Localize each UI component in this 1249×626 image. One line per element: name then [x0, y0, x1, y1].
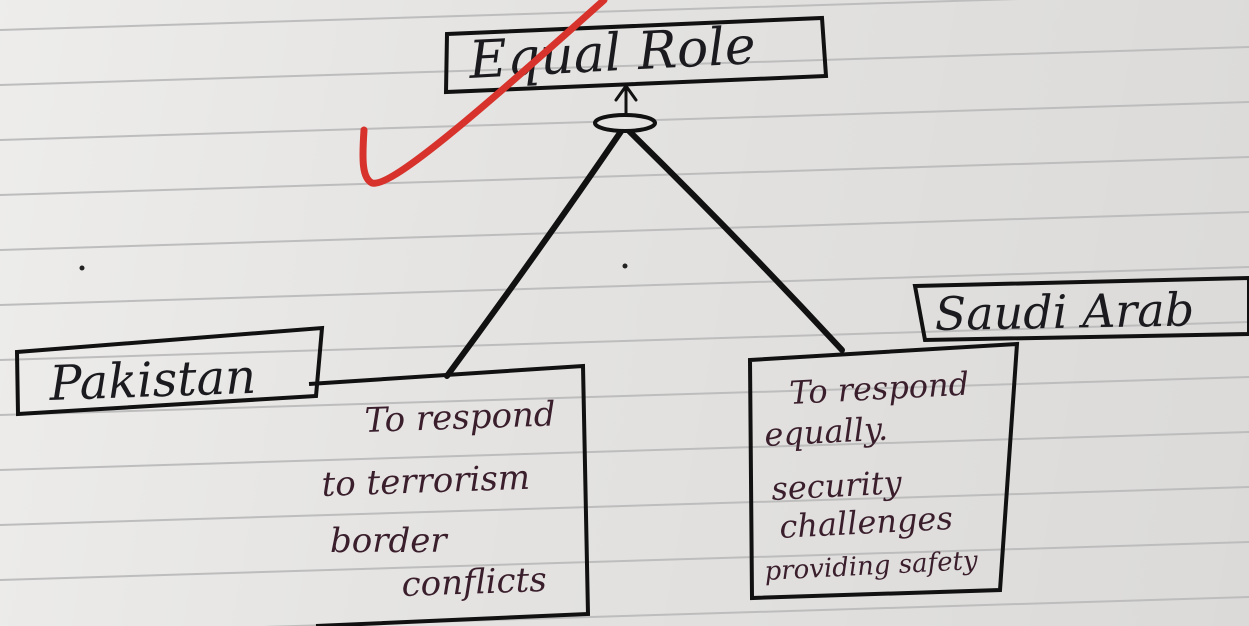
saudi-label: Saudi Arab	[934, 282, 1194, 341]
pakistan-line-3: border	[330, 521, 448, 561]
red-checkmark-icon	[359, 0, 608, 187]
saudi-line-3: security	[770, 463, 903, 508]
connector-right	[625, 127, 845, 353]
rule-line	[262, 596, 1249, 626]
pakistan-content-box: To respond to terrorism border conflicts	[308, 363, 591, 626]
rule-line	[0, 0, 1019, 31]
saudi-content-box: To respond equally. security challenges …	[747, 341, 1020, 601]
junction-oval	[593, 113, 657, 133]
rule-line	[0, 156, 1249, 196]
ink-dot	[79, 265, 85, 271]
rule-line	[0, 541, 1249, 581]
rule-line	[0, 211, 1249, 251]
rule-line	[0, 321, 1249, 361]
saudi-line-1: To respond	[788, 365, 970, 412]
diagram-connectors	[444, 86, 845, 379]
rule-line	[0, 486, 1249, 526]
saudi-label-box: Saudi Arab	[912, 275, 1249, 343]
title-box: Equal Role	[443, 15, 829, 95]
connector-left	[444, 127, 625, 379]
rule-line	[0, 376, 1249, 416]
rule-line	[0, 266, 1249, 306]
ink-dot	[622, 263, 628, 269]
saudi-line-4: challenges	[778, 499, 953, 546]
pakistan-label-box: Pakistan	[14, 325, 325, 417]
saudi-line-5: providing safety	[764, 546, 979, 587]
saudi-line-2: equally.	[763, 410, 888, 454]
pakistan-line-2: to terrorism	[321, 458, 531, 505]
pakistan-line-4: conflicts	[401, 560, 547, 605]
rule-line	[0, 431, 1249, 471]
rule-line	[0, 46, 1249, 86]
pakistan-line-1: To respond	[364, 394, 556, 441]
pakistan-label: Pakistan	[47, 349, 256, 412]
